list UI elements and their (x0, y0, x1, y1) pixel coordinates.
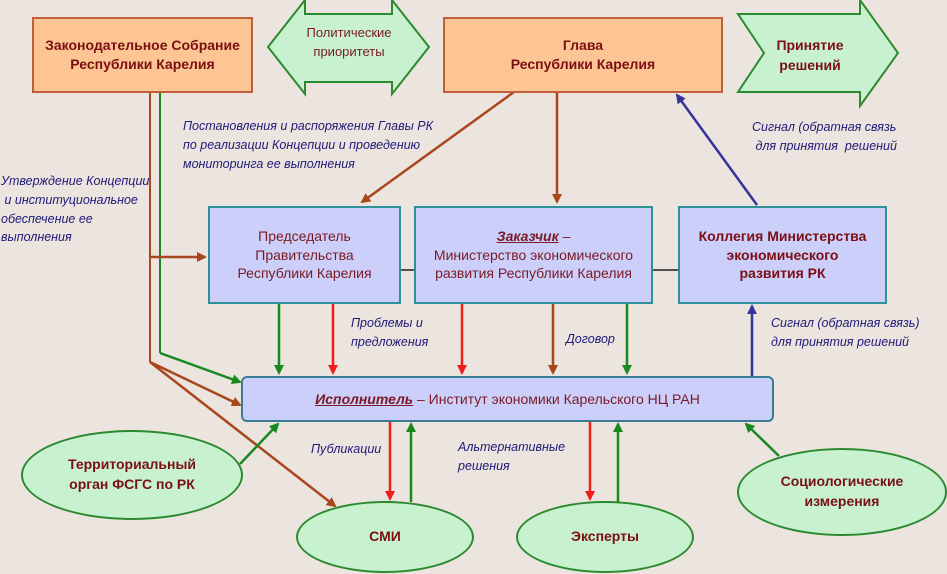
chairman-title-2: Правительства (255, 246, 354, 263)
customer-role: Заказчик (496, 227, 559, 244)
sociology-title-2: измерения (804, 493, 880, 509)
signal-bottom-line-2: для принятия решений (771, 334, 909, 349)
approval-line-3: обеспечение ее (1, 211, 93, 226)
alternatives-line-1: Альтернативные (458, 440, 566, 454)
customer-dash: – (558, 227, 571, 244)
political-priorities-shape (266, 0, 431, 97)
arrow-legislature-green-to-executor (159, 351, 242, 384)
resolutions-line-1: Постановления и распоряжения Главы РК (183, 119, 433, 133)
political-priorities-line-1: Политические (306, 25, 392, 40)
problems-line-1: Проблемы и (351, 316, 423, 330)
publications-line-1: Публикации (311, 442, 382, 456)
customer-title-1: Заказчик – (497, 227, 571, 246)
problems-label: Проблемы и предложения (351, 314, 428, 352)
fsgs-title-1: Территориальный (67, 456, 197, 473)
collegium-title-1: Коллегия Министерства (698, 227, 867, 244)
sociology-ellipse[interactable]: Социологические измерения (737, 448, 947, 536)
approval-line-1: Утверждение Концепции (1, 174, 150, 188)
customer-title-2: Министерство экономического (433, 246, 634, 263)
political-priorities-line-2: приоритеты (313, 43, 385, 59)
arrow-sociology-to-executor (744, 422, 780, 457)
media-title: СМИ (369, 528, 401, 545)
chairman-box[interactable]: Председатель Правительства Республики Ка… (208, 206, 401, 304)
arrow-head-to-chairman (360, 90, 515, 204)
resolutions-label: Постановления и распоряжения Главы РК по… (183, 117, 433, 173)
fsgs-ellipse[interactable]: Территориальный орган ФСГС по РК (21, 430, 243, 520)
legislature-title-1: Законодательное Собрание (45, 37, 240, 54)
executor-box[interactable]: Исполнитель – Институт экономики Карельс… (241, 376, 774, 422)
executor-title: Исполнитель – Институт экономики Карельс… (315, 390, 700, 409)
chairman-title-3: Республики Карелия (237, 265, 372, 282)
customer-box[interactable]: Заказчик – Министерство экономического р… (414, 206, 653, 304)
decision-making-shape (736, 0, 900, 110)
experts-ellipse[interactable]: Эксперты (516, 501, 694, 573)
approval-line-4: выполнения (1, 230, 72, 245)
executor-rest: – Институт экономики Карельского НЦ РАН (413, 390, 700, 407)
resolutions-line-3: мониторинга ее выполнения (183, 156, 355, 171)
legislature-title-2: Республики Карелия (70, 56, 215, 72)
alternatives-line-2: решения (458, 458, 510, 473)
executor-role: Исполнитель (315, 390, 414, 407)
alternatives-label: Альтернативные решения (458, 438, 565, 476)
problems-line-2: предложения (351, 334, 429, 349)
collegium-title-3: развития РК (739, 265, 826, 282)
head-box[interactable]: Глава Республики Карелия (443, 17, 723, 93)
chairman-title-1: Председатель (258, 227, 351, 244)
arrow-fsgs-to-executor (239, 422, 280, 465)
experts-title: Эксперты (571, 528, 639, 545)
signal-top-line-1: Сигнал (обратная связь (752, 120, 897, 134)
customer-title-3: развития Республики Карелия (435, 265, 632, 282)
signal-top-line-2: для принятия решений (752, 138, 897, 153)
approval-label: Утверждение Концепции и институционально… (1, 172, 149, 247)
decision-making-line-2: решений (779, 57, 841, 74)
fsgs-title-2: орган ФСГС по РК (69, 476, 195, 492)
approval-line-2: и институциональное (1, 192, 138, 207)
signal-bottom-line-1: Сигнал (обратная связь) (771, 316, 920, 330)
arrow-collegium-to-head (675, 93, 759, 206)
resolutions-line-2: по реализации Концепции и проведению (183, 137, 421, 152)
sociology-title-1: Социологические (780, 473, 904, 490)
collegium-box[interactable]: Коллегия Министерства экономического раз… (678, 206, 887, 304)
decision-making-line-1: Принятие (776, 37, 844, 53)
publications-label: Публикации (311, 440, 381, 459)
head-title-2: Республики Карелия (510, 56, 656, 72)
head-title-1: Глава (562, 37, 604, 54)
decision-making-label: Принятие решений (770, 35, 850, 76)
signal-top-label: Сигнал (обратная связь для принятия реше… (752, 118, 897, 156)
arrow-legislature-brown-to-executor (149, 360, 242, 407)
legislature-box[interactable]: Законодательное Собрание Республики Каре… (32, 17, 253, 93)
political-priorities-label: Политические приоритеты (300, 24, 398, 62)
arrow-legislature-to-media (149, 361, 337, 508)
contract-line-1: Договор (566, 332, 615, 346)
collegium-title-2: экономического (726, 246, 839, 263)
contract-label: Договор (566, 330, 615, 349)
signal-bottom-label: Сигнал (обратная связь) для принятия реш… (771, 314, 920, 352)
media-ellipse[interactable]: СМИ (296, 501, 474, 573)
